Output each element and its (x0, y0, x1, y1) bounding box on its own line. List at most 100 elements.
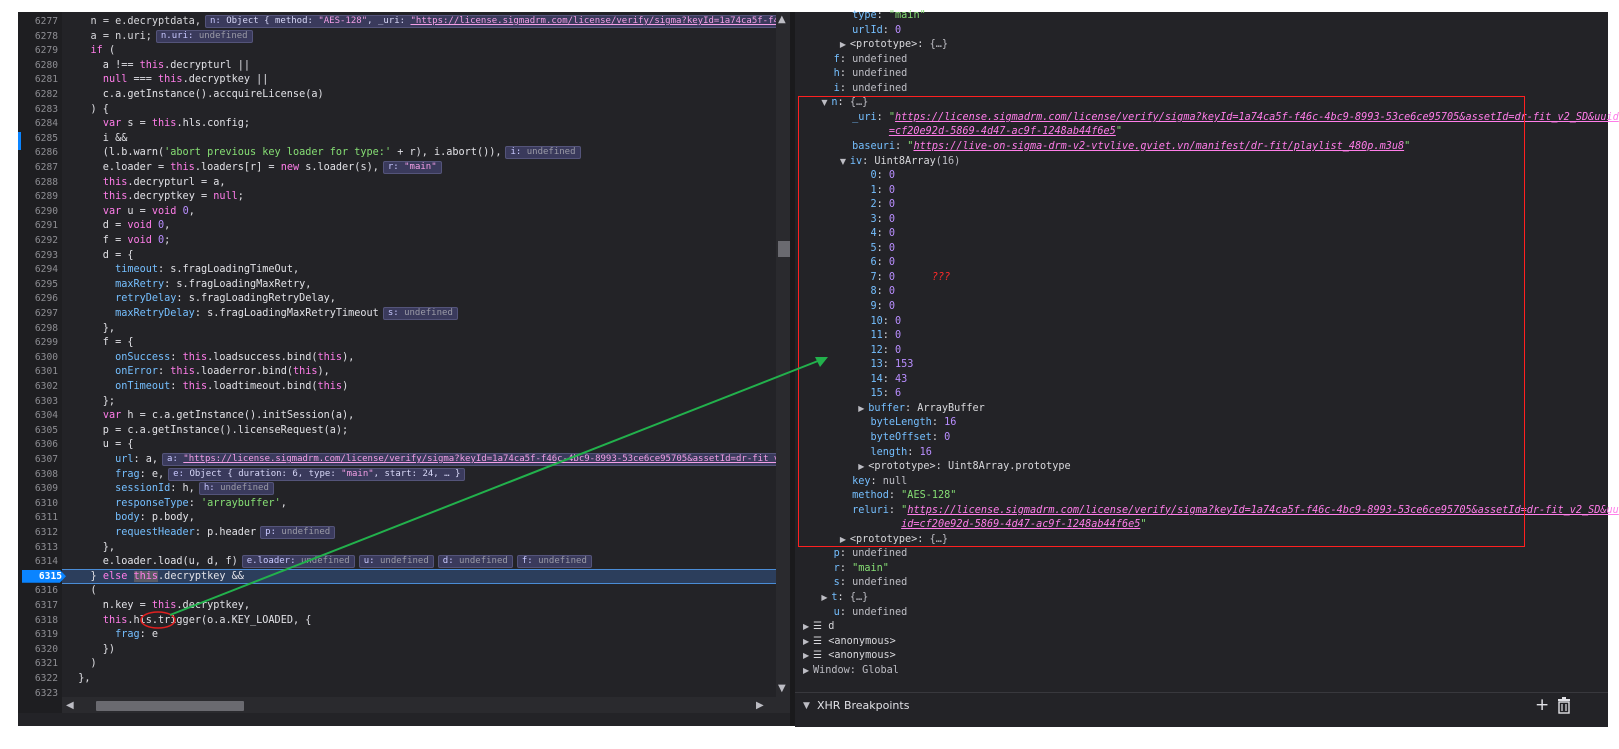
line-number[interactable]: 6305 (34, 424, 58, 436)
scroll-right-icon[interactable]: ▶ (756, 700, 764, 711)
line-number[interactable]: 6312 (34, 527, 58, 538)
editor-vertical-scroll-thumb[interactable] (778, 241, 790, 257)
scope-variable-row[interactable]: 11: 0 (870, 330, 902, 342)
line-number[interactable]: 6306 (34, 439, 58, 451)
scope-variable-row[interactable]: h: undefined (833, 68, 908, 80)
line-number[interactable]: 6277 (34, 16, 58, 27)
scope-variable-row[interactable]: 10: 0 (870, 315, 902, 327)
scope-variable-row[interactable]: r: "main" (833, 562, 889, 574)
scope-variable-row[interactable]: method: "AES-128" (852, 490, 957, 502)
scope-variable-row[interactable]: 0: 0 (870, 170, 896, 182)
line-number[interactable]: 6303 (34, 395, 58, 407)
scope-variable-row[interactable]: id=cf20e92d-5869-4d47-ac9f-1248ab44f6e5" (901, 519, 1147, 531)
scope-variable-row[interactable]: ▶☰ <anonymous> (803, 635, 896, 647)
scope-variable-row[interactable]: ▶<prototype>: {…} (839, 39, 948, 51)
line-number[interactable]: 6290 (34, 205, 58, 217)
scope-variable-row[interactable]: 2: 0 (870, 199, 896, 211)
line-number[interactable]: 6302 (34, 381, 58, 392)
scroll-down-icon[interactable]: ▼ (778, 683, 786, 694)
line-number[interactable]: 6321 (34, 658, 58, 670)
line-number[interactable]: 6316 (34, 585, 58, 597)
line-number[interactable]: 6297 (34, 308, 58, 319)
line-number[interactable]: 6314 (34, 556, 58, 568)
scope-variable-row[interactable]: ▶t: {…} (821, 592, 869, 603)
trash-icon[interactable] (1557, 697, 1573, 715)
line-number[interactable]: 6293 (34, 249, 58, 261)
line-number[interactable]: 6299 (34, 337, 58, 349)
scope-variable-row[interactable]: ▶buffer: ArrayBuffer (858, 402, 985, 414)
line-number[interactable]: 6319 (34, 629, 58, 641)
expand-triangle-icon[interactable]: ▼ (803, 701, 810, 711)
scope-variable-row[interactable]: f: undefined (833, 53, 908, 65)
scope-variable-row[interactable]: ▼n: {…} (821, 97, 869, 109)
scope-variable-row[interactable]: ▶<prototype>: Uint8Array.prototype (858, 461, 1071, 473)
breakpoint-marker[interactable]: 6315 (22, 569, 66, 583)
line-number[interactable]: 6295 (34, 278, 58, 290)
scope-variable-row[interactable]: ▶☰ d (803, 621, 835, 633)
line-number[interactable]: 6279 (34, 45, 58, 57)
scope-variable-row[interactable]: 8: 0 (870, 286, 896, 298)
line-number[interactable]: 6284 (34, 118, 58, 130)
line-number[interactable]: 6298 (34, 322, 58, 334)
scope-variable-row[interactable]: 5: 0 (870, 242, 896, 254)
scope-variable-row[interactable]: 9: 0 (870, 301, 896, 312)
line-number[interactable]: 6296 (34, 293, 58, 305)
scope-variable-row[interactable]: s: undefined (833, 577, 908, 589)
line-number[interactable]: 6283 (34, 103, 58, 115)
line-number[interactable]: 6300 (34, 351, 58, 363)
editor-vertical-scrollbar[interactable] (776, 12, 790, 697)
scope-variable-row[interactable]: p: undefined (833, 548, 908, 560)
scope-variable-row[interactable]: ▶<prototype>: {…} (839, 533, 948, 545)
scope-variable-row[interactable]: ▼iv: Uint8Array(16) (839, 155, 961, 167)
line-number[interactable]: 6281 (34, 74, 58, 86)
line-number[interactable]: 6318 (34, 614, 58, 626)
editor-horizontal-scrollbar[interactable] (62, 697, 790, 713)
scope-variable-row[interactable]: =cf20e92d-5869-4d47-ac9f-1248ab44f6e5" (888, 126, 1122, 138)
scroll-left-icon[interactable]: ◀ (66, 700, 74, 711)
line-number[interactable]: 6286 (34, 147, 58, 159)
scope-variable-row[interactable]: _uri: "https://license.sigmadrm.com/lice… (852, 111, 1619, 123)
line-number[interactable]: 6292 (34, 235, 58, 246)
line-number[interactable]: 6280 (34, 59, 58, 71)
line-number[interactable]: 6307 (34, 454, 58, 465)
line-number[interactable]: 6320 (34, 643, 58, 655)
scroll-up-icon[interactable]: ▲ (778, 14, 786, 25)
line-number[interactable]: 6309 (34, 483, 58, 495)
line-number[interactable]: 6285 (34, 132, 58, 144)
scope-variable-row[interactable]: ▶Window: Global (803, 664, 899, 676)
line-number[interactable]: 6304 (34, 410, 58, 422)
scope-variable-row[interactable]: 14: 43 (870, 373, 908, 385)
scope-variable-row[interactable]: ▶☰ <anonymous> (803, 650, 896, 662)
scope-variable-row[interactable]: 7: 0 ??? (870, 271, 951, 283)
scope-variable-row[interactable]: u: undefined (833, 606, 908, 618)
scope-variable-row[interactable]: type: "main" (852, 10, 926, 21)
line-number[interactable]: 6308 (34, 468, 58, 480)
scope-variable-row[interactable]: key: null (852, 475, 908, 487)
scope-variable-row[interactable]: 13: 153 (870, 359, 914, 371)
line-number[interactable]: 6311 (34, 512, 58, 524)
scope-variable-row[interactable]: 3: 0 (870, 213, 896, 225)
scope-variable-row[interactable]: byteOffset: 0 (870, 431, 951, 443)
scope-variable-row[interactable]: 12: 0 (870, 344, 902, 356)
scope-variable-row[interactable]: 1: 0 (870, 184, 896, 196)
line-number[interactable]: 6322 (34, 673, 58, 684)
plus-icon[interactable]: + (1535, 695, 1550, 715)
scope-variable-row[interactable]: baseuri: "https://live-on-sigma-drm-v2-v… (852, 140, 1411, 152)
scope-variable-row[interactable]: 6: 0 (870, 257, 896, 269)
scope-variable-row[interactable]: length: 16 (870, 446, 932, 458)
scope-variable-row[interactable]: i: undefined (833, 82, 908, 94)
line-number[interactable]: 6288 (34, 176, 58, 188)
line-number[interactable]: 6291 (34, 220, 58, 232)
line-number[interactable]: 6301 (34, 366, 58, 378)
line-number[interactable]: 6313 (34, 541, 58, 553)
editor-horizontal-scroll-thumb[interactable] (96, 701, 244, 711)
scope-variable-row[interactable]: reluri: "https://license.sigmadrm.com/li… (852, 504, 1619, 516)
line-number[interactable]: 6323 (34, 687, 58, 699)
line-number[interactable]: 6310 (34, 497, 58, 509)
xhr-breakpoints-label[interactable]: XHR Breakpoints (817, 699, 910, 712)
line-number[interactable]: 6294 (34, 264, 58, 276)
line-number[interactable]: 6278 (34, 30, 58, 42)
scope-variable-row[interactable]: 4: 0 (870, 228, 896, 240)
line-number[interactable]: 6289 (34, 191, 58, 203)
